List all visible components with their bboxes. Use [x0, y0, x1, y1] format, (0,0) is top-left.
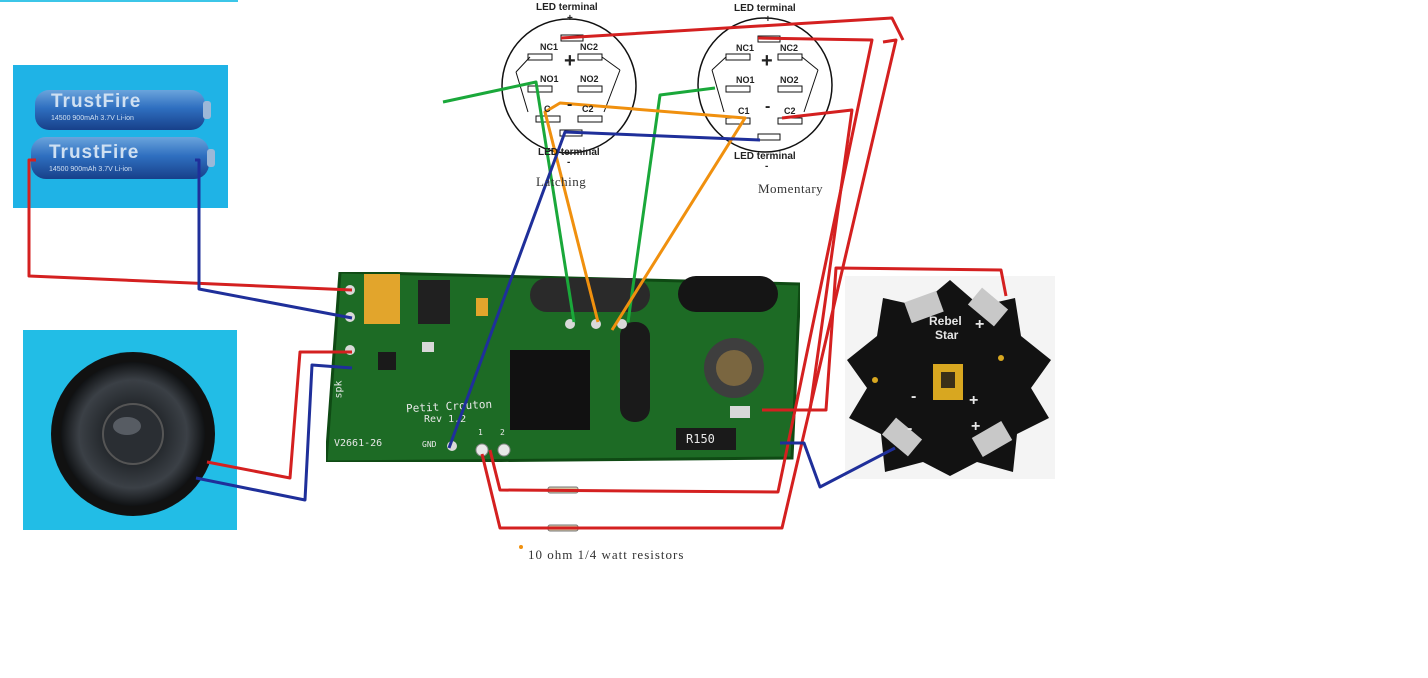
latching-minus-bottom: -	[567, 157, 571, 168]
pcb-revision: Rev 1.2	[424, 414, 467, 425]
wire-speaker-negative	[195, 363, 353, 502]
led-star-plus-2: +	[969, 392, 979, 409]
led-star-minus-1: -	[911, 388, 917, 405]
pcb-pin-1: 1	[478, 428, 483, 437]
latching-plus-center: +	[564, 50, 576, 72]
wire-orange-common	[543, 101, 747, 331]
latching-led-terminal-bottom: LED terminal	[538, 147, 600, 158]
battery-illustration	[31, 90, 215, 179]
momentary-led-terminal-bottom: LED terminal	[734, 151, 796, 162]
latching-led-terminal-top: LED terminal	[536, 2, 598, 13]
momentary-c1: C1	[738, 106, 750, 116]
pcb-resistor-code: R150	[686, 432, 715, 446]
momentary-plus-top: +	[765, 14, 771, 25]
led-star-plus-1: +	[975, 316, 985, 333]
battery-spec-2: 14500 900mAh 3.7V Li-ion	[49, 166, 132, 173]
latching-c2: C2	[582, 104, 594, 114]
battery-brand-2: TrustFire	[49, 142, 140, 163]
latching-no2: NO2	[580, 74, 599, 84]
momentary-nc2: NC2	[780, 43, 799, 53]
speaker-illustration	[51, 352, 215, 516]
battery-brand-1: TrustFire	[51, 91, 142, 112]
led-star-label-2: Star	[935, 328, 959, 342]
momentary-minus-bottom: -	[765, 161, 769, 172]
wire-red-led	[775, 266, 1008, 412]
momentary-minus-center: -	[765, 98, 771, 115]
latching-minus-center: -	[567, 96, 573, 113]
pcb-board: Petit Crouton Rev 1.2 V2661-26 GND spk R…	[326, 272, 800, 462]
pcb-part-number: V2661-26	[334, 438, 383, 449]
wire-red-top	[560, 16, 905, 41]
momentary-caption: Momentary	[758, 181, 824, 196]
pcb-illustration	[326, 272, 800, 462]
wire-red-switch-link	[488, 36, 874, 494]
resistor-note: 10 ohm 1/4 watt resistors	[528, 547, 685, 562]
momentary-no2: NO2	[780, 75, 799, 85]
battery-spec-1: 14500 900mAh 3.7V Li-ion	[51, 115, 134, 122]
wire-battery-negative	[195, 158, 353, 320]
speaker-photo	[23, 330, 237, 530]
pcb-gnd-label: GND	[422, 440, 437, 449]
led-star-plus-3: +	[971, 418, 981, 435]
momentary-plus-center: +	[761, 50, 773, 72]
wire-green-momentary	[626, 86, 716, 323]
top-accent-line	[0, 0, 238, 2]
momentary-c2: C2	[784, 106, 796, 116]
momentary-led-terminal-top: LED terminal	[734, 3, 796, 14]
wire-green-latching	[442, 80, 576, 323]
wire-red-resistor-2	[480, 38, 898, 530]
latching-plus-top: +	[567, 13, 573, 24]
latching-c1: C	[544, 104, 551, 114]
wire-blue-gnd	[447, 130, 761, 449]
led-star-illustration	[847, 280, 1051, 476]
led-star-photo: Rebel Star + + + - -	[845, 276, 1055, 479]
latching-nc2: NC2	[580, 42, 599, 52]
battery-photo: TrustFire 14500 900mAh 3.7V Li-ion Trust…	[13, 65, 228, 208]
latching-caption: Latching	[536, 174, 587, 189]
wire-battery-positive	[27, 158, 353, 292]
led-star-minus-2: -	[907, 420, 913, 437]
latching-no1: NO1	[540, 74, 559, 84]
momentary-no1: NO1	[736, 75, 755, 85]
led-star-label-1: Rebel	[929, 314, 962, 328]
wire-blue-led	[780, 441, 896, 489]
latching-nc1: NC1	[540, 42, 559, 52]
pcb-pin-2: 2	[500, 428, 505, 437]
momentary-nc1: NC1	[736, 43, 755, 53]
wire-speaker-positive	[206, 350, 352, 480]
